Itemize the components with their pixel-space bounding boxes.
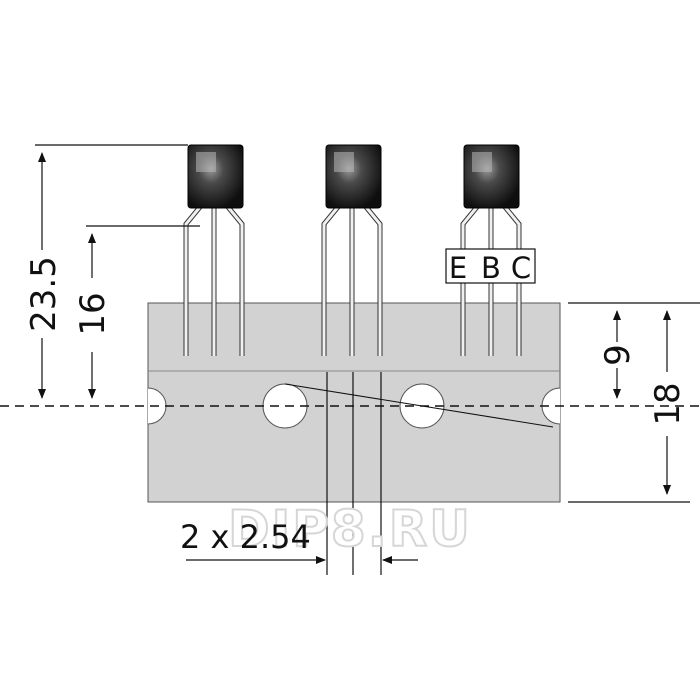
pin-label-b: B	[481, 251, 501, 285]
dimension-total-height: 23.5	[24, 152, 64, 399]
transistor-1	[183, 144, 245, 356]
watermark: DIP8.RU	[228, 500, 472, 558]
dimension-lead-length: 16	[73, 233, 113, 399]
dim-label-23-5: 23.5	[24, 256, 64, 332]
dim-label-16: 16	[73, 292, 113, 335]
transistor-2	[321, 144, 383, 356]
diagonal-line	[284, 383, 554, 428]
dimension-tape-width: 18	[648, 310, 688, 495]
dimension-hole-to-lead: 9	[598, 310, 638, 399]
dim-label-9: 9	[598, 344, 638, 366]
transistor-3	[460, 144, 522, 356]
dim-label-18: 18	[648, 382, 688, 425]
dimension-pitch: 2 x 2.54	[180, 518, 418, 564]
pin-label-e: E	[449, 251, 467, 285]
dim-label-pitch: 2 x 2.54	[180, 518, 311, 556]
pin-label-box	[445, 248, 536, 284]
pin-label-c: C	[511, 251, 531, 285]
